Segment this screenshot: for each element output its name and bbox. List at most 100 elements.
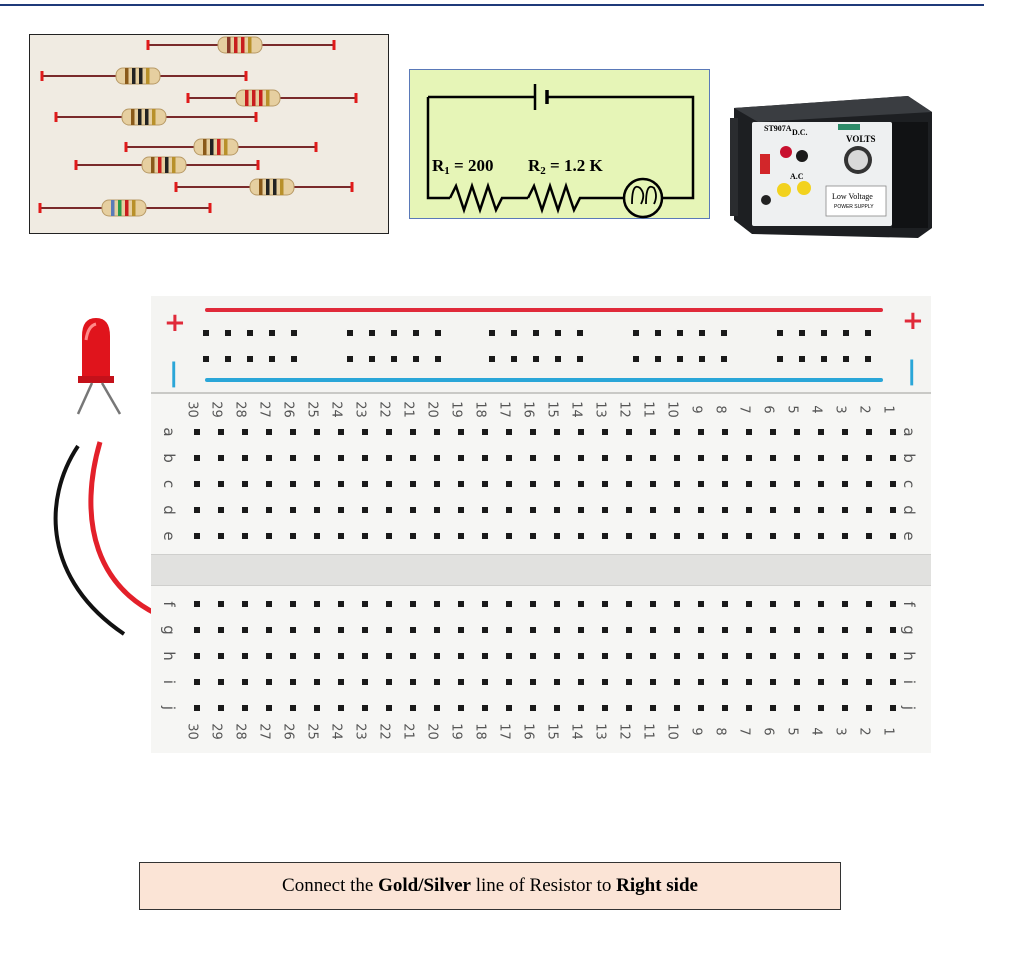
rail-hole[interactable] <box>247 330 253 336</box>
rail-hole[interactable] <box>489 356 495 362</box>
breadboard-hole[interactable] <box>290 481 296 487</box>
breadboard-hole[interactable] <box>746 653 752 659</box>
rail-hole[interactable] <box>843 330 849 336</box>
rail-hole[interactable] <box>633 330 639 336</box>
breadboard-hole[interactable] <box>794 653 800 659</box>
breadboard-hole[interactable] <box>554 705 560 711</box>
breadboard-hole[interactable] <box>698 507 704 513</box>
breadboard-hole[interactable] <box>890 429 896 435</box>
breadboard-hole[interactable] <box>458 507 464 513</box>
breadboard-hole[interactable] <box>290 507 296 513</box>
breadboard-hole[interactable] <box>194 679 200 685</box>
breadboard-hole[interactable] <box>866 429 872 435</box>
breadboard-hole[interactable] <box>650 481 656 487</box>
breadboard-hole[interactable] <box>338 679 344 685</box>
breadboard-hole[interactable] <box>674 627 680 633</box>
breadboard-hole[interactable] <box>290 533 296 539</box>
rail-hole[interactable] <box>225 330 231 336</box>
breadboard-hole[interactable] <box>506 481 512 487</box>
breadboard-hole[interactable] <box>578 507 584 513</box>
breadboard-hole[interactable] <box>506 627 512 633</box>
breadboard-hole[interactable] <box>242 601 248 607</box>
breadboard-hole[interactable] <box>722 507 728 513</box>
breadboard-hole[interactable] <box>602 653 608 659</box>
rail-hole[interactable] <box>843 356 849 362</box>
breadboard-hole[interactable] <box>530 679 536 685</box>
breadboard-hole[interactable] <box>818 679 824 685</box>
breadboard-hole[interactable] <box>770 455 776 461</box>
breadboard-hole[interactable] <box>506 705 512 711</box>
rail-hole[interactable] <box>347 330 353 336</box>
breadboard-hole[interactable] <box>746 601 752 607</box>
breadboard-hole[interactable] <box>314 679 320 685</box>
breadboard-hole[interactable] <box>266 653 272 659</box>
breadboard-hole[interactable] <box>194 507 200 513</box>
breadboard-hole[interactable] <box>866 627 872 633</box>
rail-hole[interactable] <box>391 330 397 336</box>
rail-hole[interactable] <box>435 330 441 336</box>
breadboard-hole[interactable] <box>722 705 728 711</box>
breadboard-hole[interactable] <box>434 455 440 461</box>
breadboard-hole[interactable] <box>266 627 272 633</box>
breadboard-hole[interactable] <box>602 627 608 633</box>
breadboard-hole[interactable] <box>626 481 632 487</box>
breadboard-hole[interactable] <box>266 533 272 539</box>
breadboard-hole[interactable] <box>698 627 704 633</box>
breadboard-hole[interactable] <box>314 481 320 487</box>
breadboard-hole[interactable] <box>338 455 344 461</box>
breadboard-hole[interactable] <box>458 627 464 633</box>
breadboard-hole[interactable] <box>674 533 680 539</box>
breadboard-hole[interactable] <box>266 705 272 711</box>
breadboard-hole[interactable] <box>890 601 896 607</box>
breadboard-hole[interactable] <box>290 679 296 685</box>
breadboard-hole[interactable] <box>578 429 584 435</box>
breadboard-hole[interactable] <box>530 601 536 607</box>
breadboard-hole[interactable] <box>482 481 488 487</box>
breadboard-hole[interactable] <box>626 705 632 711</box>
rail-hole[interactable] <box>435 356 441 362</box>
breadboard-hole[interactable] <box>818 627 824 633</box>
breadboard-hole[interactable] <box>530 507 536 513</box>
breadboard-hole[interactable] <box>866 481 872 487</box>
rail-hole[interactable] <box>413 356 419 362</box>
rail-hole[interactable] <box>391 356 397 362</box>
rail-hole[interactable] <box>247 356 253 362</box>
breadboard-hole[interactable] <box>410 705 416 711</box>
breadboard-hole[interactable] <box>386 455 392 461</box>
breadboard-hole[interactable] <box>866 533 872 539</box>
breadboard-hole[interactable] <box>698 429 704 435</box>
breadboard-hole[interactable] <box>290 601 296 607</box>
breadboard-hole[interactable] <box>290 455 296 461</box>
breadboard-hole[interactable] <box>530 455 536 461</box>
breadboard-hole[interactable] <box>194 455 200 461</box>
breadboard-hole[interactable] <box>818 455 824 461</box>
breadboard-hole[interactable] <box>434 601 440 607</box>
breadboard-hole[interactable] <box>314 533 320 539</box>
breadboard-hole[interactable] <box>554 481 560 487</box>
breadboard-hole[interactable] <box>794 455 800 461</box>
breadboard-hole[interactable] <box>866 705 872 711</box>
breadboard-hole[interactable] <box>458 455 464 461</box>
breadboard-hole[interactable] <box>770 627 776 633</box>
breadboard-hole[interactable] <box>434 679 440 685</box>
breadboard-hole[interactable] <box>362 429 368 435</box>
breadboard-hole[interactable] <box>626 627 632 633</box>
breadboard-hole[interactable] <box>410 455 416 461</box>
breadboard-hole[interactable] <box>818 601 824 607</box>
breadboard-hole[interactable] <box>362 601 368 607</box>
breadboard-hole[interactable] <box>650 533 656 539</box>
breadboard-hole[interactable] <box>818 507 824 513</box>
breadboard-hole[interactable] <box>338 705 344 711</box>
breadboard-hole[interactable] <box>266 679 272 685</box>
breadboard-hole[interactable] <box>482 507 488 513</box>
breadboard-hole[interactable] <box>890 455 896 461</box>
breadboard-hole[interactable] <box>554 679 560 685</box>
breadboard-hole[interactable] <box>362 653 368 659</box>
breadboard-hole[interactable] <box>458 705 464 711</box>
breadboard-hole[interactable] <box>746 679 752 685</box>
breadboard-hole[interactable] <box>506 533 512 539</box>
rail-hole[interactable] <box>203 330 209 336</box>
breadboard-hole[interactable] <box>866 679 872 685</box>
breadboard-hole[interactable] <box>578 481 584 487</box>
breadboard-hole[interactable] <box>578 601 584 607</box>
